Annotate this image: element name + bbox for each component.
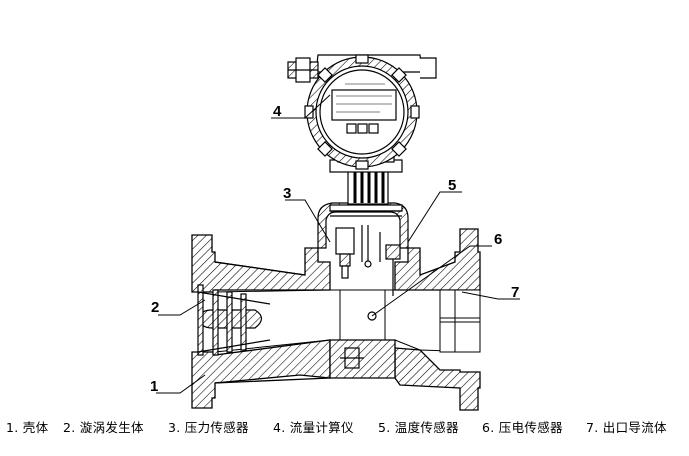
bezel-bolts	[304, 54, 420, 170]
callout-6: 6	[494, 231, 503, 248]
legend-item-1: 1. 壳体	[6, 420, 49, 435]
inlet-flange-upper	[191, 234, 331, 293]
flow-bore	[214, 289, 481, 353]
pressure-sensor	[335, 227, 355, 255]
legend-item-7: 7. 出口导流体	[586, 420, 667, 435]
legend-item-5: 5. 温度传感器	[378, 420, 459, 435]
legend-item-4: 4. 流量计算仪	[273, 420, 354, 435]
wire-bundle	[347, 169, 389, 205]
outlet-flow-guide	[439, 289, 481, 353]
callout-1: 1	[150, 378, 159, 395]
callout-3: 3	[283, 185, 292, 202]
housing-body	[191, 228, 481, 411]
lcd-display	[331, 89, 397, 121]
keypad	[346, 123, 379, 134]
outlet-lower-wall	[394, 347, 481, 411]
callout-4: 4	[273, 103, 282, 120]
temperature-sensor	[385, 244, 401, 260]
cable-gland	[287, 57, 319, 83]
outlet-upper-wall	[394, 228, 481, 291]
legend-item-6: 6. 压电传感器	[482, 420, 563, 435]
legend-item-3: 3. 压力传感器	[168, 420, 249, 435]
leader-lines	[156, 94, 520, 394]
callout-7: 7	[511, 284, 520, 301]
callout-5: 5	[448, 177, 457, 194]
parts-legend: 1. 壳体 2. 漩涡发生体 3. 压力传感器 4. 流量计算仪 5. 温度传感…	[0, 417, 689, 437]
vortex-generator	[197, 284, 271, 356]
swirl-blades	[197, 284, 247, 356]
legend-item-2: 2. 漩涡发生体	[63, 420, 144, 435]
callout-2: 2	[151, 299, 160, 316]
sensor-housing	[317, 169, 409, 369]
bottom-boss	[329, 339, 396, 379]
flow-computer-head	[287, 54, 437, 173]
